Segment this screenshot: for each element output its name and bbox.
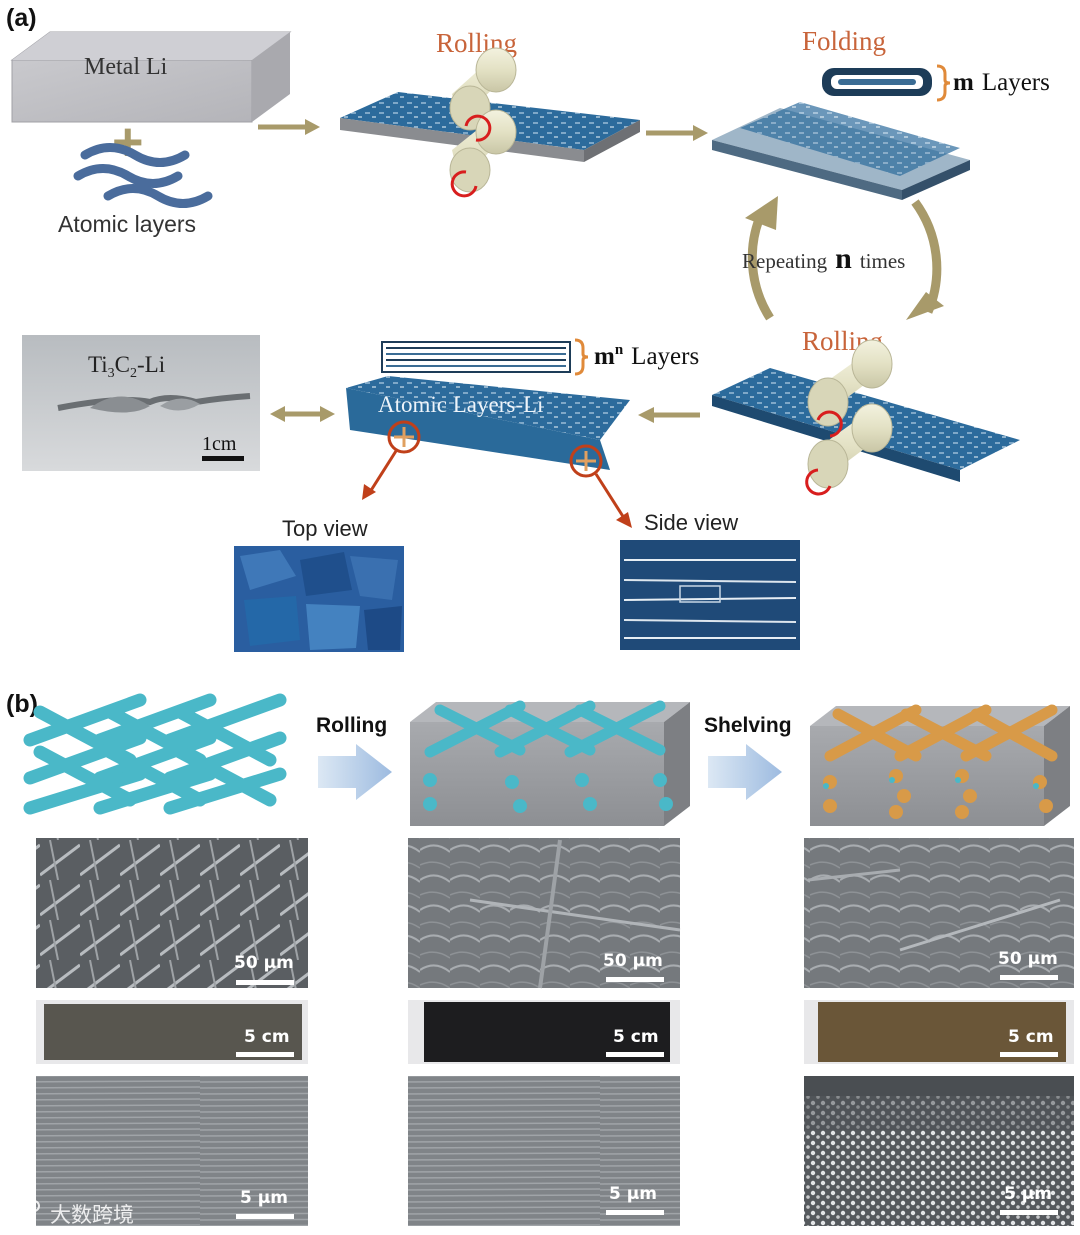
sem-fiber-image	[36, 838, 308, 988]
photo-rolled-sheet	[408, 1000, 680, 1064]
scale-bar	[1000, 1052, 1058, 1057]
folding-label: Folding	[802, 26, 886, 56]
scale-bar	[202, 456, 244, 461]
sem-shelved-cross-section	[804, 1076, 1074, 1226]
scale-bar	[236, 1052, 294, 1057]
atomic-layers-li-slab	[346, 376, 630, 470]
brace-icon	[936, 64, 951, 102]
plus-sign: +	[112, 112, 144, 172]
fiber-scaffold-cyan	[23, 693, 287, 815]
shelved-block-orange	[810, 704, 1070, 826]
folded-stack	[712, 102, 970, 200]
zoom-marker-side	[569, 444, 632, 528]
scale-5um-label: 5 μm	[609, 1184, 657, 1204]
scale-50um-label: 50 μm	[234, 953, 294, 973]
scale-bar	[1000, 1210, 1058, 1215]
scale-bar	[236, 980, 294, 985]
ti3c2-li-photo	[22, 335, 260, 471]
rotation-arrow-icon	[805, 468, 832, 496]
rolled-block-cyan	[410, 700, 690, 826]
scale-5um-label: 5 μm	[240, 1188, 288, 1208]
scale-50um-label: 50 μm	[998, 949, 1058, 969]
shelving-arrow	[708, 744, 782, 800]
scale-50um-label: 50 μm	[603, 951, 663, 971]
atomic-layers-label: Atomic layers	[58, 211, 196, 237]
zoom-marker-top	[362, 420, 421, 500]
atomic-layers-wave-icon	[73, 143, 213, 208]
sem-rolled-image	[408, 838, 681, 989]
scale-5cm-label: 5 cm	[613, 1027, 659, 1047]
panel-a-label: (a)	[6, 4, 37, 32]
sem-fiber-cross-section	[36, 1076, 308, 1226]
watermark: 大数跨境	[11, 1200, 134, 1227]
rolling-stage-2	[712, 339, 1020, 496]
photo-fiber-sheet	[36, 1000, 308, 1064]
scale-bar	[236, 1214, 294, 1219]
watermark-text: 大数跨境	[50, 1203, 134, 1227]
metal-li-label: Metal Li	[84, 54, 168, 80]
scale-bar	[606, 1052, 664, 1057]
sem-rolled-cross-section	[408, 1076, 680, 1226]
scale-bar	[1000, 975, 1058, 980]
process-arrow-1	[258, 119, 320, 135]
brace-icon	[574, 338, 589, 376]
scale-bar	[606, 1210, 664, 1215]
side-view-label: Side view	[644, 510, 738, 535]
panel-b-label: (b)	[6, 690, 38, 718]
double-arrow	[270, 406, 335, 422]
process-arrow-2	[646, 125, 708, 141]
cycle-arrowhead-icon	[745, 196, 778, 230]
atomic-layers-li-label: Atomic Layers-Li	[378, 392, 543, 417]
scale-5cm-label: 5 cm	[1008, 1027, 1054, 1047]
rotation-arrow-icon	[816, 410, 843, 438]
cycle-arrowhead-icon	[906, 292, 944, 320]
scale-bar	[606, 977, 664, 982]
rotation-arrow-icon	[464, 114, 492, 142]
process-arrow-3	[638, 407, 700, 423]
scale-5cm-label: 5 cm	[244, 1027, 290, 1047]
rotation-arrow-icon	[450, 170, 478, 198]
scale-1cm-label: 1cm	[202, 433, 237, 455]
folded-layers-icon	[822, 68, 932, 96]
shelving-label: Shelving	[704, 714, 792, 737]
ti3c2-li-label: Ti3C2-Li	[88, 352, 165, 381]
rolling-stage-1	[340, 47, 640, 198]
sem-shelved-image	[804, 838, 1074, 988]
side-view-image	[620, 540, 800, 650]
photo-shelved-sheet	[804, 1000, 1074, 1064]
top-view-image	[234, 546, 404, 652]
rolling-arrow	[318, 744, 392, 800]
rolling-label-b: Rolling	[316, 714, 387, 737]
stacked-layers-icon	[381, 341, 571, 373]
scale-5um-label: 5 μm	[1004, 1184, 1052, 1204]
metal-li-block	[10, 31, 292, 123]
top-view-label: Top view	[282, 516, 368, 541]
